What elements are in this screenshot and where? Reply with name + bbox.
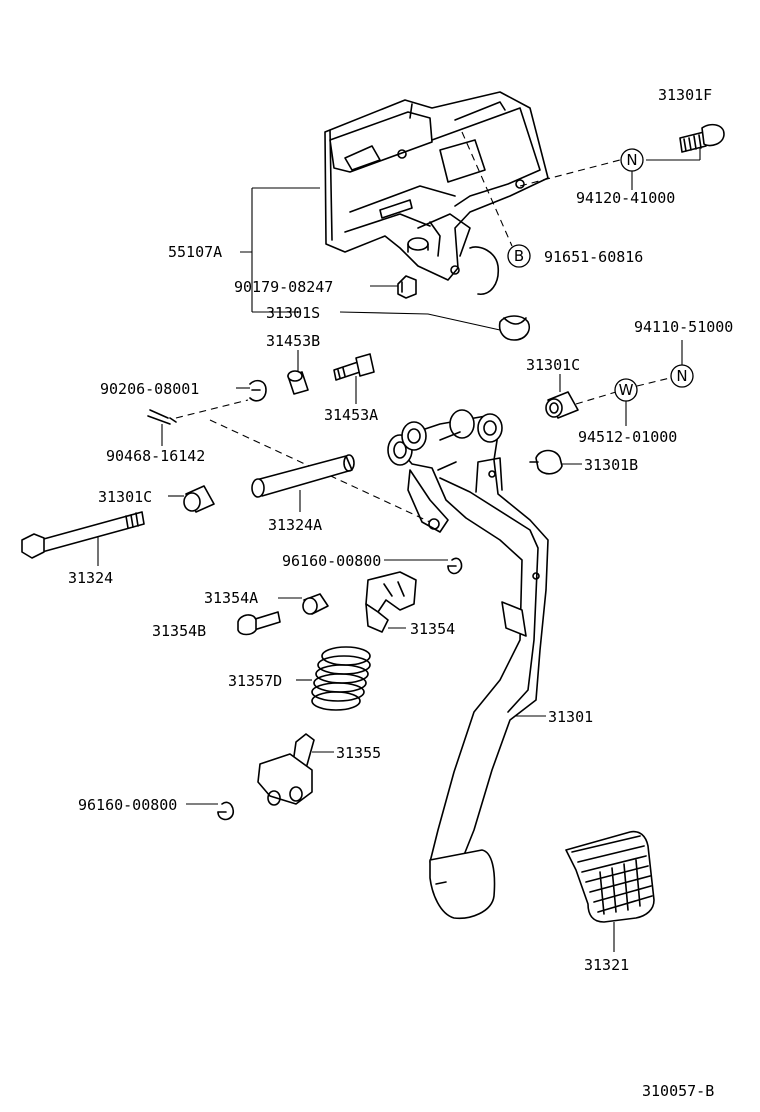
b-marker: B (507, 244, 531, 268)
pin-31354B-part (237, 611, 281, 636)
bolt-31301F-part (679, 123, 725, 153)
label-31301: 31301 (548, 708, 593, 726)
label-31355: 31355 (336, 744, 381, 762)
rod-31355-part (257, 733, 315, 806)
bolt-31324-part (21, 511, 145, 559)
label-96160-00800-upper: 96160-00800 (282, 552, 381, 570)
brake-pedal-31301-part (387, 409, 549, 920)
label-31301C-left: 31301C (98, 488, 152, 506)
label-31357D: 31357D (228, 672, 282, 690)
label-55107A: 55107A (168, 243, 222, 261)
spring-31357D-part (311, 646, 371, 711)
label-90206-08001: 90206-08001 (100, 380, 199, 398)
pedal-bracket-part (324, 91, 549, 295)
pin-90468-part (147, 409, 177, 425)
bumper-31301B-part (529, 449, 563, 475)
nut-90179-part (397, 275, 417, 299)
label-96160-00800-lower: 96160-00800 (78, 796, 177, 814)
label-94120-41000: 94120-41000 (576, 189, 675, 207)
diagram-code: 310057-B (642, 1082, 714, 1100)
pedal-pad-31321-part (565, 830, 655, 923)
stopper-31301S-part (498, 315, 530, 341)
svg-text:N: N (626, 151, 637, 169)
label-31301B: 31301B (584, 456, 638, 474)
label-31321: 31321 (584, 956, 629, 974)
clevis-31354-part (365, 571, 417, 633)
label-94110-51000: 94110-51000 (634, 318, 733, 336)
label-31453B: 31453B (266, 332, 320, 350)
w-marker: W (614, 378, 638, 402)
label-31301C-right: 31301C (526, 356, 580, 374)
label-31354B: 31354B (152, 622, 206, 640)
label-31453A: 31453A (324, 406, 378, 424)
n-marker-top: N (620, 148, 644, 172)
label-94512-01000: 94512-01000 (578, 428, 677, 446)
label-31354: 31354 (410, 620, 455, 638)
label-90468-16142: 90468-16142 (106, 447, 205, 465)
svg-text:N: N (676, 367, 687, 385)
clip-90206-part (249, 379, 267, 402)
label-31354A: 31354A (204, 589, 258, 607)
bushing-31354A-part (302, 593, 329, 615)
n-marker-right: N (670, 364, 694, 388)
label-91651-60816: 91651-60816 (544, 248, 643, 266)
clip-96160-lower-part (217, 801, 235, 821)
svg-text:B: B (514, 247, 524, 265)
label-90179-08247: 90179-08247 (234, 278, 333, 296)
sleeve-31324A-part (251, 454, 355, 498)
clip-96160-upper-part (447, 557, 463, 575)
svg-text:W: W (619, 381, 634, 399)
label-31324A: 31324A (268, 516, 322, 534)
bolt-31453A-part (333, 353, 375, 381)
bushing-31301C-left-part (183, 485, 215, 513)
bushing-31301C-right-part (545, 391, 579, 419)
bushing-31453B-part (287, 370, 309, 395)
label-31301F: 31301F (658, 86, 712, 104)
label-31301S: 31301S (266, 304, 320, 322)
label-31324: 31324 (68, 569, 113, 587)
